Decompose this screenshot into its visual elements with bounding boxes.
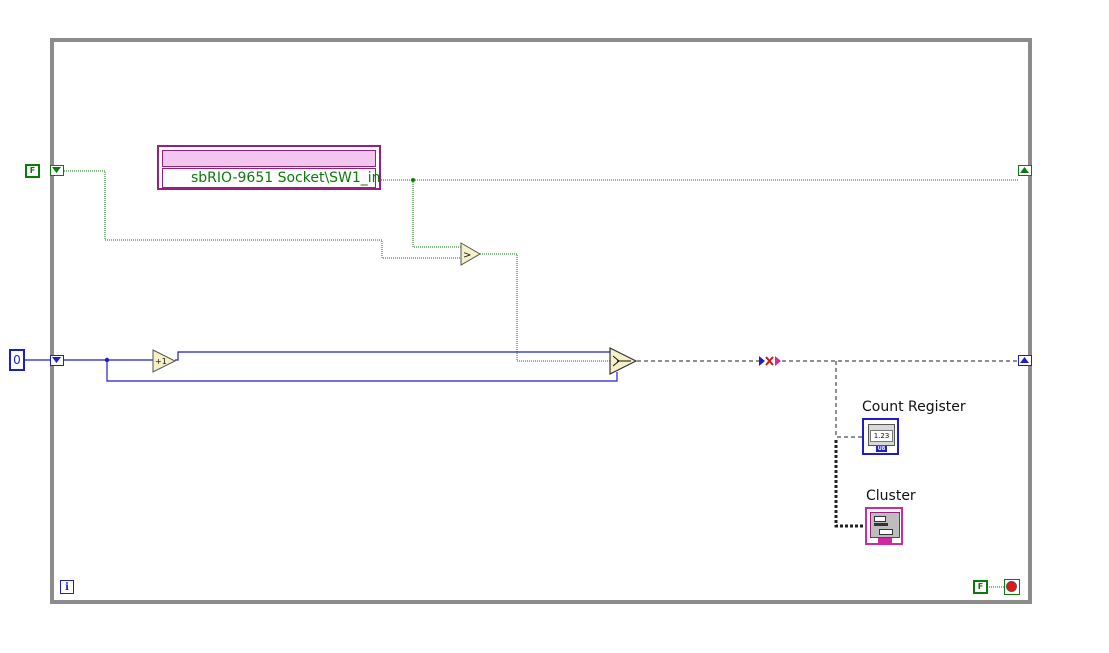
- coercion-dot: [759, 356, 781, 366]
- increment-function[interactable]: +1: [152, 349, 177, 373]
- stop-boolean-constant[interactable]: F: [973, 580, 988, 594]
- shift-register-left-num[interactable]: [50, 355, 64, 366]
- down-arrow-icon: [52, 167, 61, 173]
- bool-wire-branch[interactable]: [412, 180, 461, 248]
- cluster-type-badge: [878, 538, 892, 543]
- svg-text:+1: +1: [155, 357, 167, 366]
- cluster-wire[interactable]: [834, 440, 866, 528]
- down-arrow-icon: [52, 357, 61, 363]
- io-channel-name[interactable]: sbRIO-9651 Socket\SW1_in: [162, 168, 381, 188]
- iteration-terminal[interactable]: i: [60, 580, 74, 594]
- count-register-glyph: 1.23: [870, 430, 893, 442]
- count-register-type: U8: [876, 446, 887, 452]
- fxp-wire-to-indicator[interactable]: [835, 361, 862, 438]
- io-node-header: [162, 150, 376, 167]
- shift-register-left-bool[interactable]: [50, 165, 64, 176]
- shift-register-right-bool[interactable]: [1018, 165, 1032, 176]
- wire-junction: [411, 178, 415, 182]
- cluster-icon: [870, 512, 900, 538]
- count-register-label: Count Register: [862, 399, 966, 415]
- up-arrow-icon: [1020, 357, 1029, 363]
- up-arrow-icon: [1020, 167, 1029, 173]
- count-register-indicator[interactable]: 1.23 U8: [862, 418, 899, 455]
- cluster-label: Cluster: [866, 488, 916, 504]
- stop-sign-icon: [1006, 581, 1017, 592]
- fpga-io-node[interactable]: sbRIO-9651 Socket\SW1_in: [157, 145, 381, 190]
- numeric-constant-zero[interactable]: 0: [9, 349, 25, 371]
- while-loop-structure[interactable]: [50, 38, 1032, 604]
- num-wire-increment-out[interactable]: [175, 351, 612, 361]
- cluster-indicator[interactable]: [865, 507, 903, 545]
- bool-wire-compare-out[interactable]: [480, 253, 610, 362]
- svg-text:>: >: [463, 250, 471, 261]
- select-function[interactable]: [609, 347, 638, 375]
- wire-junction: [104, 357, 110, 363]
- bool-wire-shift[interactable]: [64, 170, 461, 259]
- num-wire-bypass[interactable]: [106, 360, 618, 382]
- greater-than-function[interactable]: >: [460, 242, 481, 266]
- boolean-constant-false[interactable]: F: [25, 164, 40, 178]
- loop-condition-terminal[interactable]: [1004, 579, 1020, 595]
- shift-register-right-num[interactable]: [1018, 355, 1032, 366]
